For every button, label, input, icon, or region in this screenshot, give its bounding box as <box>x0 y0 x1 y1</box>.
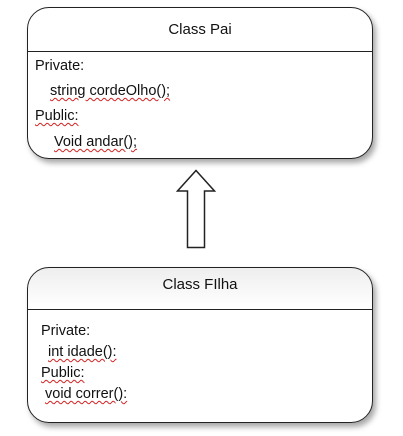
parent-public-label-text: Public: <box>35 108 79 124</box>
child-private-member: int idade(): <box>48 344 117 360</box>
inheritance-arrow-icon <box>176 169 216 249</box>
parent-public-member-text: Void andar(); <box>54 134 138 150</box>
child-class-box: Class FIlha Private: int idade(): Public… <box>27 267 373 423</box>
child-private-label: Private: <box>41 323 91 339</box>
parent-public-member: Void andar(); <box>54 134 137 150</box>
parent-class-title: Class Pai <box>28 8 372 52</box>
parent-class-box: Class Pai Private: string cordeOlho(); P… <box>27 7 373 159</box>
parent-private-member-text: string cordeOlho(); <box>50 83 171 99</box>
child-public-member: void correr(): <box>45 386 127 402</box>
child-public-label-text: Public: <box>41 365 85 381</box>
parent-private-label: Private: <box>35 58 85 74</box>
child-public-member-text: void correr(): <box>45 386 128 402</box>
parent-public-label: Public: <box>35 108 79 124</box>
child-public-label: Public: <box>41 365 85 381</box>
child-class-title: Class FIlha <box>28 268 372 310</box>
parent-private-member: string cordeOlho(); <box>50 83 170 99</box>
child-private-member-text: int idade(): <box>48 344 117 360</box>
